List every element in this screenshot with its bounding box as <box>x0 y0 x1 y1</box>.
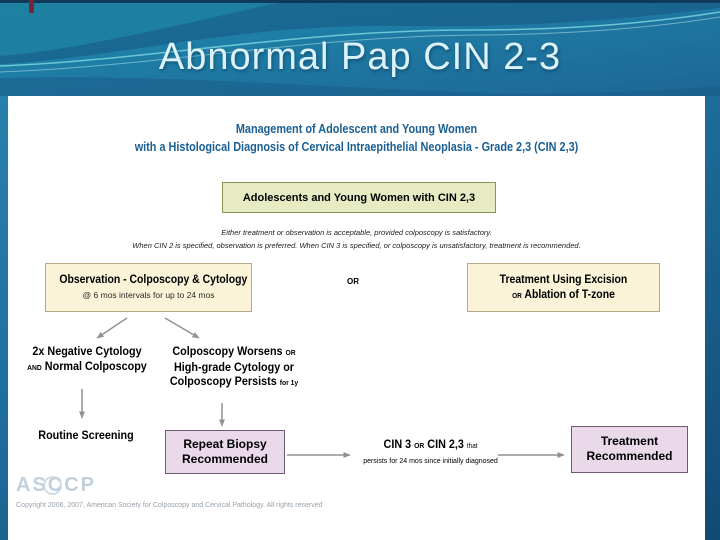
node-treatment-recommended: Treatment Recommended <box>571 426 688 473</box>
asccp-logo: ASCCP <box>16 474 100 500</box>
node-colposcopy-worsens-line2: High-grade Cytology or <box>173 360 295 374</box>
slide-title: Abnormal Pap CIN 2-3 <box>158 36 562 78</box>
node-cin3-bold1: CIN 3 <box>383 437 412 451</box>
node-colposcopy-worsens-line1: Colposcopy Worsens OR <box>166 344 303 360</box>
node-repeat-biopsy-line2: Recommended <box>181 452 269 466</box>
node-observation: Observation - Colposcopy & Cytology @ 6 … <box>45 263 252 312</box>
node-cin3-persists-line1: CIN 3 OR CIN 2,3 that <box>356 437 505 454</box>
node-colposcopy-worsens-or: OR <box>285 348 296 357</box>
node-negative-cytology: 2x Negative Cytology AND Normal Colposco… <box>12 344 162 375</box>
node-colposcopy-worsens-line1-text: Colposcopy Worsens <box>172 344 283 358</box>
node-cin3-suffix: that <box>466 443 478 450</box>
figure-panel <box>8 96 705 540</box>
node-negative-cytology-and: AND <box>27 363 42 372</box>
node-treatment-recommended-line2: Recommended <box>586 449 673 463</box>
node-negative-cytology-line2-text: Normal Colposcopy <box>44 359 147 373</box>
figure-header-line2: with a Histological Diagnosis of Cervica… <box>134 140 579 154</box>
node-treatment-recommended-line1: Treatment <box>600 434 659 448</box>
or-connector-label: OR <box>347 277 359 286</box>
node-cin3-persists-line2: persists for 24 mos since initially diag… <box>363 458 498 465</box>
node-cin3-persists: CIN 3 OR CIN 2,3 that persists for 24 mo… <box>348 437 513 467</box>
node-colposcopy-worsens-line3-text: Colposcopy Persists <box>169 374 277 388</box>
figure-copyright: Copyright 2006, 2007, American Society f… <box>16 502 323 509</box>
node-treatment-excision: Treatment Using Excision OR Ablation of … <box>467 263 660 312</box>
node-observation-subtitle: @ 6 mos intervals for up to 24 mos <box>82 290 215 300</box>
node-cin3-bold2: CIN 2,3 <box>427 437 464 451</box>
figure-note-line1: Either treatment or observation is accep… <box>221 228 492 237</box>
node-negative-cytology-line1: 2x Negative Cytology <box>32 344 142 358</box>
node-treatment-excision-line1: Treatment Using Excision <box>499 272 628 286</box>
node-adolescents-cin23: Adolescents and Young Women with CIN 2,3 <box>222 182 496 213</box>
node-treatment-excision-or: OR <box>512 291 522 300</box>
node-repeat-biopsy: Repeat Biopsy Recommended <box>165 430 285 474</box>
node-observation-title: Observation - Colposcopy & Cytology <box>59 272 248 286</box>
node-routine-screening-label: Routine Screening <box>38 428 134 442</box>
node-routine-screening: Routine Screening <box>25 428 147 443</box>
node-treatment-excision-line2: OR Ablation of T-zone <box>480 287 646 303</box>
node-treatment-excision-line2-text: Ablation of T-zone <box>524 287 615 301</box>
figure-note-line2: When CIN 2 is specified, observation is … <box>132 240 581 250</box>
top-edge-red-mark <box>29 0 34 13</box>
node-cin3-or: OR <box>414 441 425 450</box>
header-wave-decoration <box>0 0 720 96</box>
node-colposcopy-worsens-line3: Colposcopy Persists for 1y <box>166 374 303 390</box>
node-colposcopy-worsens: Colposcopy Worsens OR High-grade Cytolog… <box>158 344 310 390</box>
node-adolescents-cin23-label: Adolescents and Young Women with CIN 2,3 <box>242 191 476 204</box>
node-negative-cytology-line2: AND Normal Colposcopy <box>20 359 155 375</box>
figure-header-line1: Management of Adolescent and Young Women <box>235 122 478 136</box>
figure-notes: Either treatment or observation is accep… <box>8 227 705 252</box>
node-colposcopy-worsens-line3-suffix: for 1y <box>279 378 299 387</box>
figure-header: Management of Adolescent and Young Women… <box>8 120 705 156</box>
asccp-logo-ring-icon <box>43 476 62 495</box>
node-repeat-biopsy-line1: Repeat Biopsy <box>183 437 267 451</box>
